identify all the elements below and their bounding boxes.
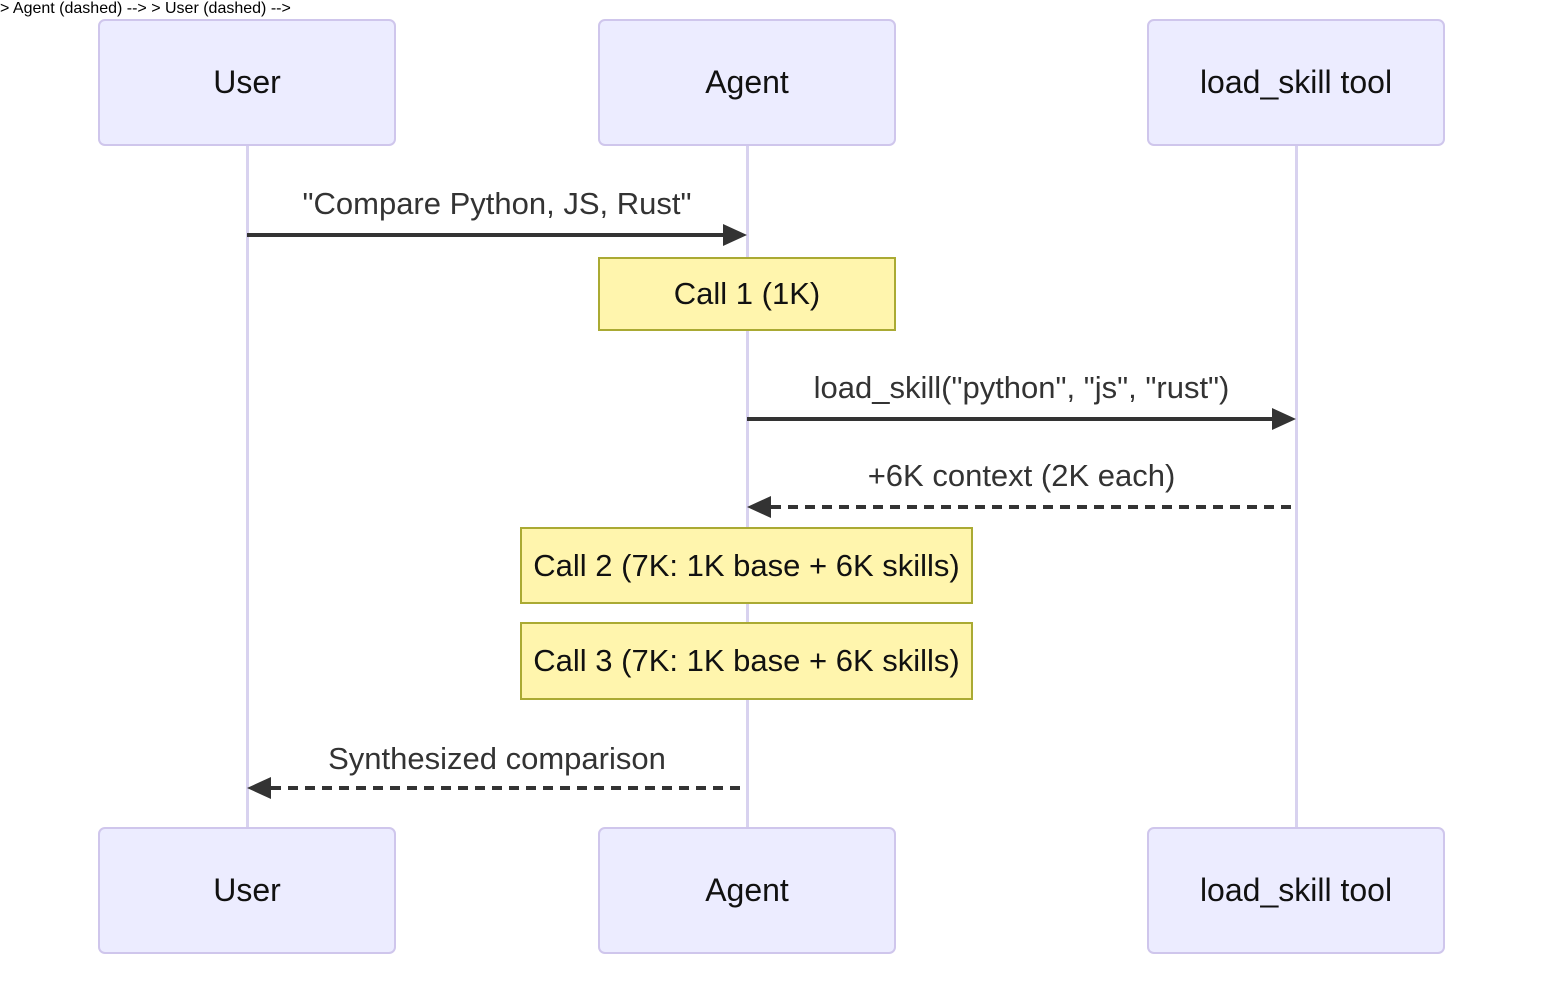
message-agent-to-tool-label: load_skill("python", "js", "rust") (813, 370, 1230, 405)
message-user-to-agent-line (247, 233, 723, 237)
lifeline-tool (1295, 146, 1298, 827)
actor-tool-label: load_skill tool (1199, 872, 1393, 908)
note-call-3-label: Call 3 (7K: 1K base + 6K skills) (533, 643, 960, 678)
message-agent-to-user-line (271, 786, 747, 790)
actor-agent-bottom: Agent (598, 827, 896, 954)
note-call-2: Call 2 (7K: 1K base + 6K skills) (520, 527, 973, 604)
actor-user-bottom: User (98, 827, 396, 954)
actor-tool-label: load_skill tool (1199, 64, 1393, 100)
arrowhead-left-icon (247, 777, 271, 799)
actor-tool-top: load_skill tool (1147, 19, 1445, 146)
lifeline-user (246, 146, 249, 827)
actor-agent-label: Agent (705, 64, 789, 100)
lifeline-agent (746, 146, 749, 827)
arrowhead-left-icon (747, 496, 771, 518)
actor-tool-bottom: load_skill tool (1147, 827, 1445, 954)
note-call-1-label: Call 1 (1K) (673, 276, 821, 311)
actor-user-label: User (213, 64, 281, 100)
arrowhead-right-icon (1272, 408, 1296, 430)
note-call-2-label: Call 2 (7K: 1K base + 6K skills) (533, 547, 960, 583)
note-call-1: Call 1 (1K) (598, 257, 896, 331)
actor-user-label: User (213, 872, 281, 908)
arrowhead-right-icon (723, 224, 747, 246)
message-tool-to-agent-label: +6K context (2K each) (867, 458, 1176, 493)
message-agent-to-tool-line (747, 417, 1272, 421)
message-tool-to-agent-line (771, 505, 1296, 509)
actor-agent-label: Agent (705, 872, 789, 908)
note-call-3: Call 3 (7K: 1K base + 6K skills) (520, 622, 973, 700)
actor-agent-top: Agent (598, 19, 896, 146)
message-user-to-agent-label: "Compare Python, JS, Rust" (302, 186, 692, 221)
message-agent-to-user-label: Synthesized comparison (328, 741, 666, 776)
actor-user-top: User (98, 19, 396, 146)
